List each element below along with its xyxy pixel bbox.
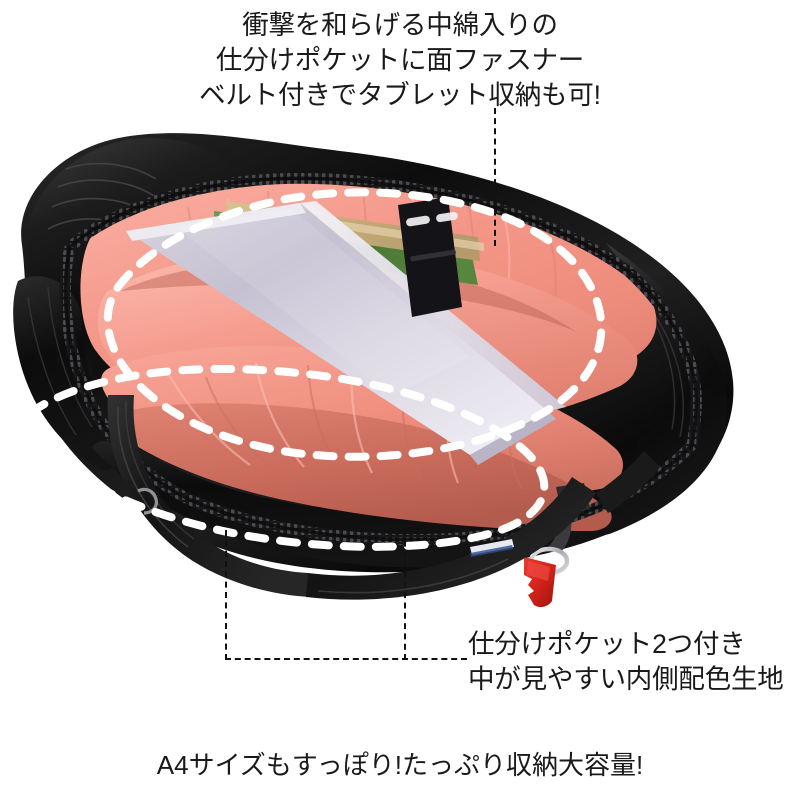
highlight-outlines: [22, 188, 606, 551]
strap-d-clip: [137, 487, 158, 515]
divider-pockets-callout-text: 仕分けポケット2つ付き 中が見やすい内側配色生地: [468, 627, 784, 697]
callout-br-line-1: 仕分けポケット2つ付き: [468, 629, 746, 659]
bag-straps: [107, 395, 660, 600]
padded-divider-pocket-callout-text: 衝撃を和らげる中綿入りの 仕分けポケットに面ファスナー ベルト付きでタブレット収…: [0, 8, 800, 113]
leader-line-top: [494, 108, 496, 246]
callout-line-2: 仕分けポケットに面ファスナー: [215, 45, 585, 75]
upper-pocket-highlight: [103, 188, 606, 461]
tote-bag-interior-photo: [0, 95, 800, 655]
handle-strap-left: [107, 395, 311, 597]
velcro-belt-strap: [398, 197, 462, 317]
lower-pocket-highlight: [22, 364, 549, 551]
lining-front-lip: [109, 403, 612, 531]
leader-line-bottom-left: [225, 530, 227, 660]
capacity-caption: A4サイズもすっぽり!たっぷり収納大容量!: [156, 750, 644, 780]
callout-line-3: ベルト付きでタブレット収納も可!: [199, 80, 601, 110]
bag-right-panel: [593, 243, 728, 535]
callout-line-1: 衝撃を和らげる中綿入りの: [242, 10, 558, 40]
leader-line-bottom-horizontal: [225, 658, 467, 660]
strap-anchor-right: [596, 451, 660, 513]
bag-left-gusset: [13, 276, 116, 470]
leader-line-bottom-right: [404, 520, 406, 660]
handle-strap-webbing: [306, 477, 596, 600]
bag-contents: [126, 197, 566, 465]
callout-br-line-2: 中が見やすい内側配色生地: [468, 664, 784, 694]
